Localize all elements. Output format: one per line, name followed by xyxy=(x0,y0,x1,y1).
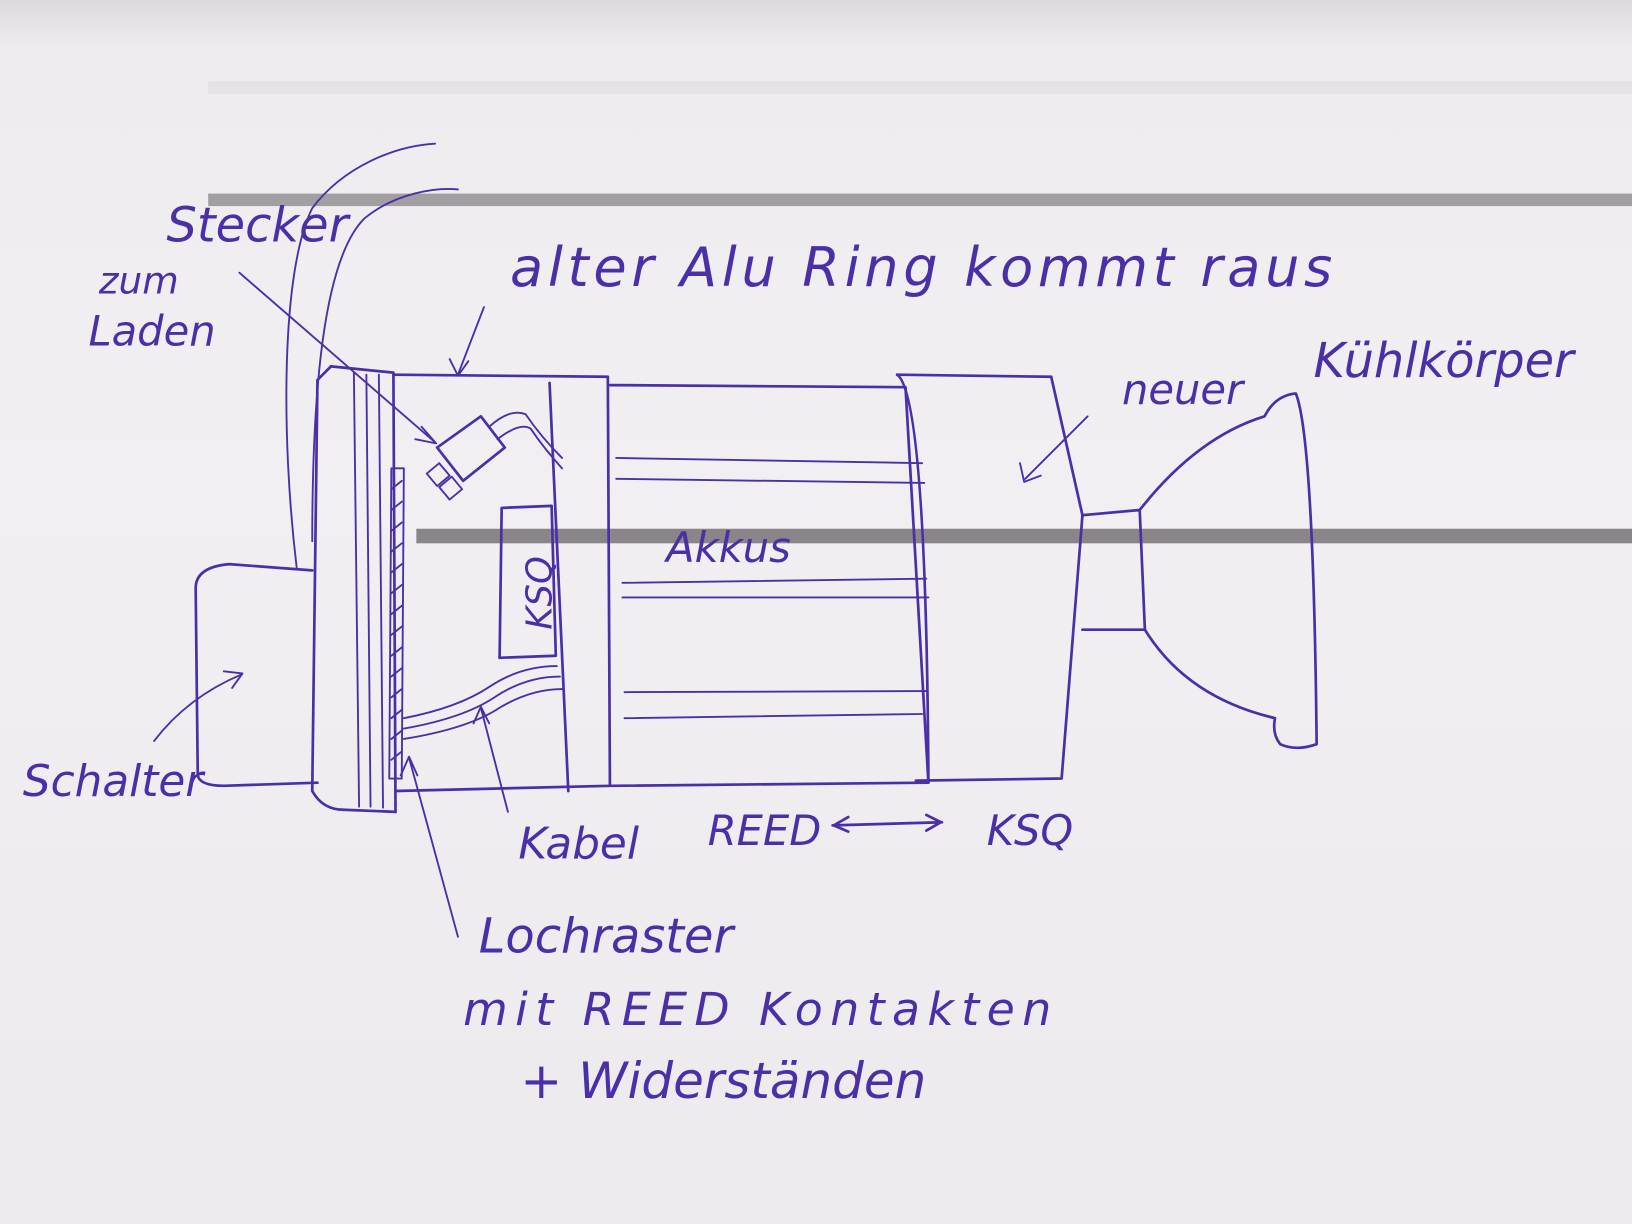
end-cap xyxy=(310,365,397,814)
label-neuer: neuer xyxy=(1122,365,1246,414)
label-alu-ring: alter Alu Ring kommt raus xyxy=(510,236,1332,299)
ksq-box xyxy=(498,504,558,660)
label-stecker: Stecker xyxy=(167,198,352,253)
annotation-arrows xyxy=(153,271,1089,938)
battery-section xyxy=(608,383,930,788)
scan-artifact xyxy=(208,193,1632,207)
switch-housing xyxy=(194,562,319,788)
label-kabel: Kabel xyxy=(518,819,639,870)
label-ksq-bottom: KSQ xyxy=(987,806,1073,855)
label-kuehlkoerper: Kühlkörper xyxy=(1314,334,1578,389)
charging-cable xyxy=(285,142,459,569)
label-lochraster: Lochraster xyxy=(479,909,737,964)
label-akkus: Akkus xyxy=(663,523,791,572)
label-widerstaenden: + Widerständen xyxy=(520,1052,926,1110)
perfboard xyxy=(388,467,405,780)
label-schalter: Schalter xyxy=(23,756,206,807)
scan-artifact xyxy=(208,81,1632,94)
label-reed: REED xyxy=(708,806,822,855)
plug-icon xyxy=(425,411,563,501)
cable-bundle xyxy=(402,665,563,740)
label-ksq: KSQ xyxy=(520,556,561,630)
label-reed-kontakten: mit REED Kontakten xyxy=(463,982,1051,1036)
heatsink-section xyxy=(895,373,1318,785)
label-laden: Laden xyxy=(88,307,215,356)
scan-artifact xyxy=(416,528,1632,544)
label-zum: zum xyxy=(98,259,179,303)
